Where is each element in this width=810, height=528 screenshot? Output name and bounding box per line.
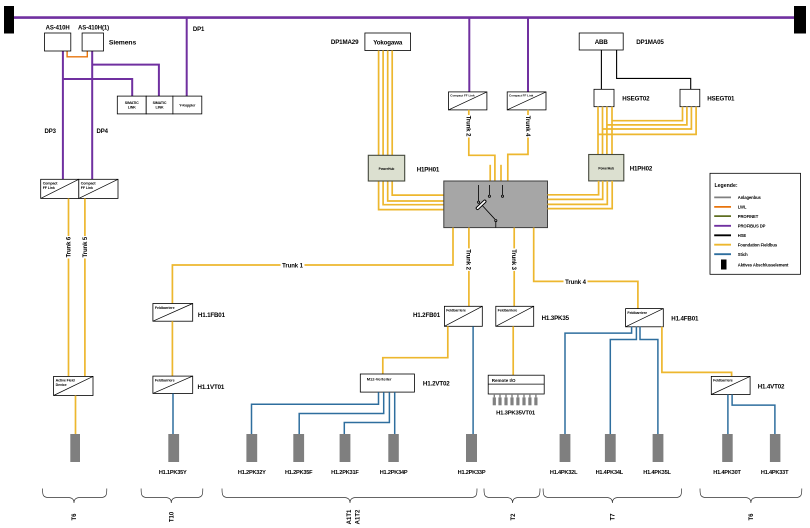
svg-text:H1.2PK32Y: H1.2PK32Y (238, 470, 266, 476)
svg-text:H1.3PK35VT01: H1.3PK35VT01 (496, 411, 536, 417)
svg-text:AS-410H: AS-410H (46, 26, 70, 32)
svg-text:Feldbarriere: Feldbarriere (446, 309, 466, 313)
svg-text:H1.2PK35F: H1.2PK35F (285, 470, 313, 476)
svg-text:Trunk 6: Trunk 6 (67, 236, 73, 257)
svg-text:LINK: LINK (156, 106, 164, 110)
svg-text:Trunk 4: Trunk 4 (524, 116, 530, 137)
svg-text:H1.1PK35Y: H1.1PK35Y (159, 470, 187, 476)
svg-text:Compact FF Link: Compact FF Link (450, 93, 475, 97)
svg-text:Trunk 2: Trunk 2 (465, 249, 471, 270)
svg-text:H1PH02: H1PH02 (630, 166, 653, 173)
svg-text:T7: T7 (611, 513, 617, 521)
svg-text:DP3: DP3 (45, 129, 57, 135)
svg-text:DP1MA05: DP1MA05 (636, 39, 664, 46)
svg-text:Stich: Stich (738, 252, 748, 257)
svg-text:LWL: LWL (738, 205, 747, 210)
svg-text:A1T1: A1T1 (347, 509, 353, 524)
svg-text:H1.3PK35: H1.3PK35 (542, 315, 570, 322)
svg-text:H1.4PK34L: H1.4PK34L (596, 470, 624, 476)
svg-text:Compact: Compact (81, 182, 97, 186)
svg-text:Remote I/O: Remote I/O (492, 378, 516, 383)
svg-text:Aktives Abschlusselement: Aktives Abschlusselement (738, 262, 789, 267)
svg-text:Active Field: Active Field (56, 379, 75, 383)
svg-text:Feldbarriere: Feldbarriere (155, 306, 175, 310)
svg-text:H1.1FB01: H1.1FB01 (198, 312, 226, 319)
svg-text:Trunk 2: Trunk 2 (465, 116, 471, 137)
svg-text:ABB: ABB (595, 39, 609, 46)
svg-text:H1.4FB01: H1.4FB01 (671, 316, 699, 323)
svg-text:T6: T6 (72, 513, 78, 521)
svg-text:PROFINET: PROFINET (738, 214, 759, 219)
svg-text:FF Link: FF Link (43, 186, 55, 190)
svg-text:Feldbarriere: Feldbarriere (155, 378, 175, 382)
svg-text:FF Link: FF Link (81, 186, 93, 190)
svg-text:T2: T2 (511, 513, 517, 521)
svg-text:AS-410H(1): AS-410H(1) (78, 26, 109, 32)
svg-text:Foundation Fieldbus: Foundation Fieldbus (738, 243, 778, 248)
svg-text:Feldbarriere: Feldbarriere (713, 379, 733, 383)
svg-text:H1.2VT02: H1.2VT02 (423, 380, 450, 387)
svg-text:Trunk 1: Trunk 1 (282, 263, 303, 269)
svg-text:Device: Device (56, 383, 67, 387)
svg-text:Trunk 4: Trunk 4 (565, 280, 586, 286)
svg-text:SIMATIC: SIMATIC (125, 101, 139, 105)
svg-text:T6: T6 (749, 513, 755, 521)
svg-text:Feldbarriere: Feldbarriere (498, 309, 518, 313)
svg-text:H1.4PK35L: H1.4PK35L (643, 470, 671, 476)
svg-text:M12-Verteiler: M12-Verteiler (367, 377, 392, 382)
svg-text:HSEGT01: HSEGT01 (707, 96, 735, 103)
svg-text:LINK: LINK (128, 106, 136, 110)
svg-text:PowerHub: PowerHub (598, 166, 614, 170)
svg-text:SIMATIC: SIMATIC (153, 101, 167, 105)
svg-text:A1T2: A1T2 (356, 509, 362, 524)
svg-text:H1.4PK32L: H1.4PK32L (550, 470, 578, 476)
svg-text:Feldbarriere: Feldbarriere (627, 311, 647, 315)
svg-text:Trunk 5: Trunk 5 (83, 236, 89, 257)
svg-text:DP1: DP1 (193, 27, 205, 33)
svg-text:H1.4PK33T: H1.4PK33T (761, 470, 789, 476)
svg-text:DP1MA29: DP1MA29 (331, 39, 359, 46)
svg-text:H1PH01: H1PH01 (417, 166, 440, 173)
svg-text:Compact FF Link: Compact FF Link (509, 93, 534, 97)
svg-text:H1.2PK34P: H1.2PK34P (380, 470, 408, 476)
svg-text:H1.2PK33P: H1.2PK33P (458, 470, 486, 476)
svg-text:Siemens: Siemens (109, 40, 137, 47)
svg-text:H1.2FB01: H1.2FB01 (413, 312, 441, 319)
svg-text:Legende:: Legende: (715, 183, 738, 189)
svg-text:HSEGT02: HSEGT02 (622, 96, 650, 103)
svg-text:Trunk 3: Trunk 3 (510, 249, 516, 270)
svg-text:T10: T10 (170, 511, 176, 522)
svg-text:H1.2PK31F: H1.2PK31F (331, 470, 359, 476)
svg-text:HSE: HSE (738, 233, 747, 238)
svg-text:Compact: Compact (43, 182, 59, 186)
svg-text:Anlagenbus: Anlagenbus (738, 195, 762, 200)
svg-text:PowerHub: PowerHub (379, 167, 395, 171)
svg-text:DP4: DP4 (97, 129, 109, 135)
svg-text:PROFIBUS DP: PROFIBUS DP (738, 224, 766, 229)
svg-text:H1.4VT02: H1.4VT02 (758, 384, 785, 391)
svg-text:Yokogawa: Yokogawa (373, 40, 403, 47)
svg-text:Y-Koppler: Y-Koppler (179, 104, 196, 108)
svg-text:H1.4PK30T: H1.4PK30T (713, 470, 741, 476)
svg-text:H1.1VT01: H1.1VT01 (198, 384, 225, 391)
